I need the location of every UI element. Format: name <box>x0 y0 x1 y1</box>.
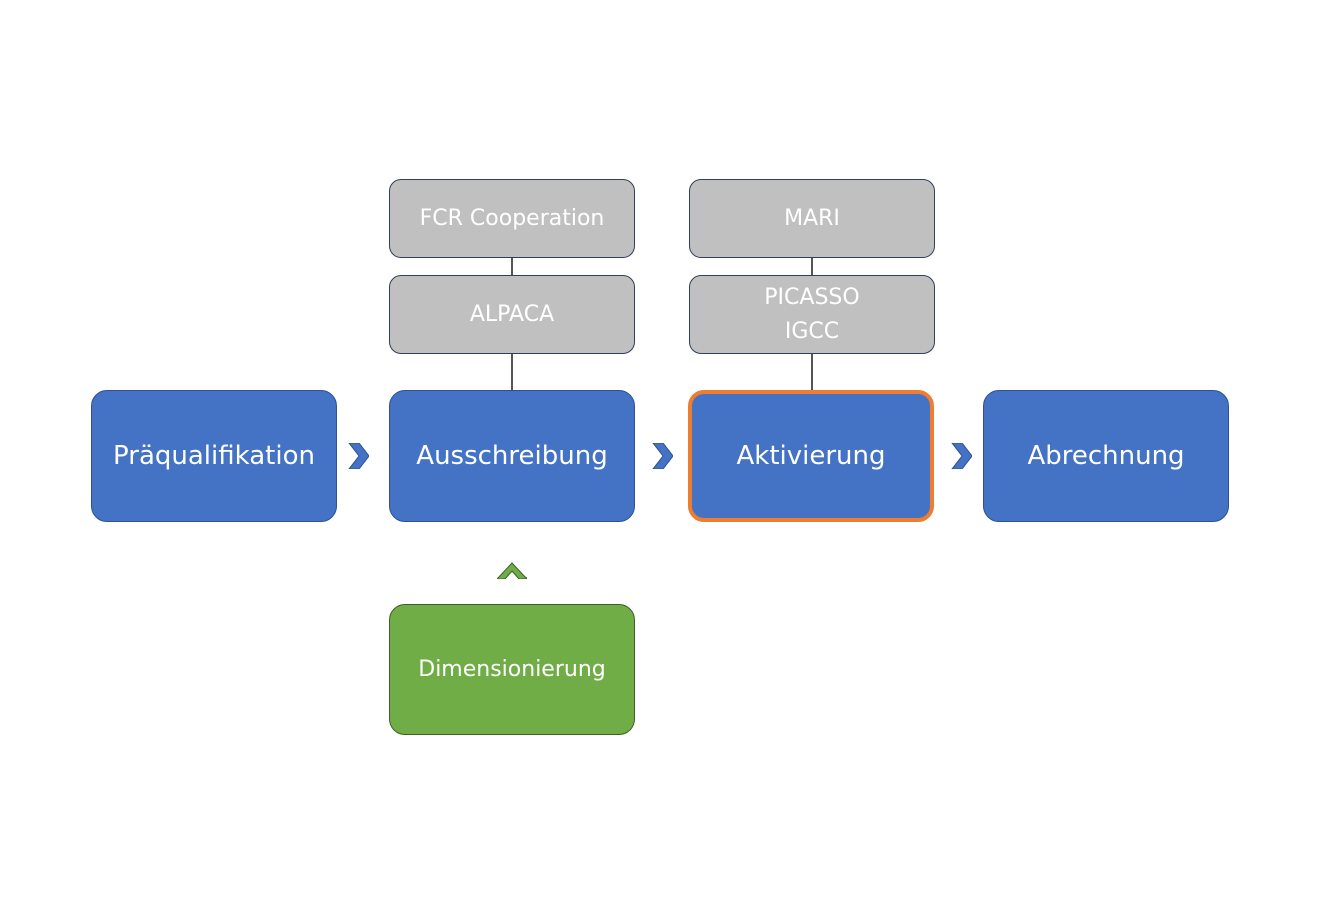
input-dimensionierung-label: Dimensionierung <box>418 657 606 682</box>
step-abrechnung: Abrechnung <box>983 390 1229 522</box>
platform-igcc-label: IGCC <box>784 318 840 344</box>
chevron-right-icon <box>651 442 674 470</box>
platform-picasso-label: PICASSO <box>764 284 860 310</box>
chevron-up-icon <box>495 561 528 581</box>
platform-alpaca: ALPACA <box>389 275 635 354</box>
platform-mari-label: MARI <box>784 205 840 231</box>
platform-picasso-igcc: PICASSO IGCC <box>689 275 935 354</box>
input-dimensionierung: Dimensionierung <box>389 604 635 735</box>
step-praequalifikation: Präqualifikation <box>91 390 337 522</box>
step-aktivierung: Aktivierung <box>688 390 934 522</box>
platform-alpaca-label: ALPACA <box>469 301 555 327</box>
step-label: Ausschreibung <box>416 441 608 471</box>
step-label: Präqualifikation <box>113 441 315 471</box>
step-label: Aktivierung <box>736 441 886 471</box>
step-label: Abrechnung <box>1027 441 1185 471</box>
platform-mari: MARI <box>689 179 935 258</box>
connector-line <box>811 354 813 390</box>
platform-fcr-cooperation: FCR Cooperation <box>389 179 635 258</box>
step-ausschreibung: Ausschreibung <box>389 390 635 522</box>
chevron-right-icon <box>950 442 973 470</box>
platform-fcr-cooperation-label: FCR Cooperation <box>419 205 605 231</box>
connector-line <box>511 258 513 275</box>
connector-line <box>511 354 513 390</box>
chevron-right-icon <box>347 442 370 470</box>
connector-line <box>811 258 813 275</box>
